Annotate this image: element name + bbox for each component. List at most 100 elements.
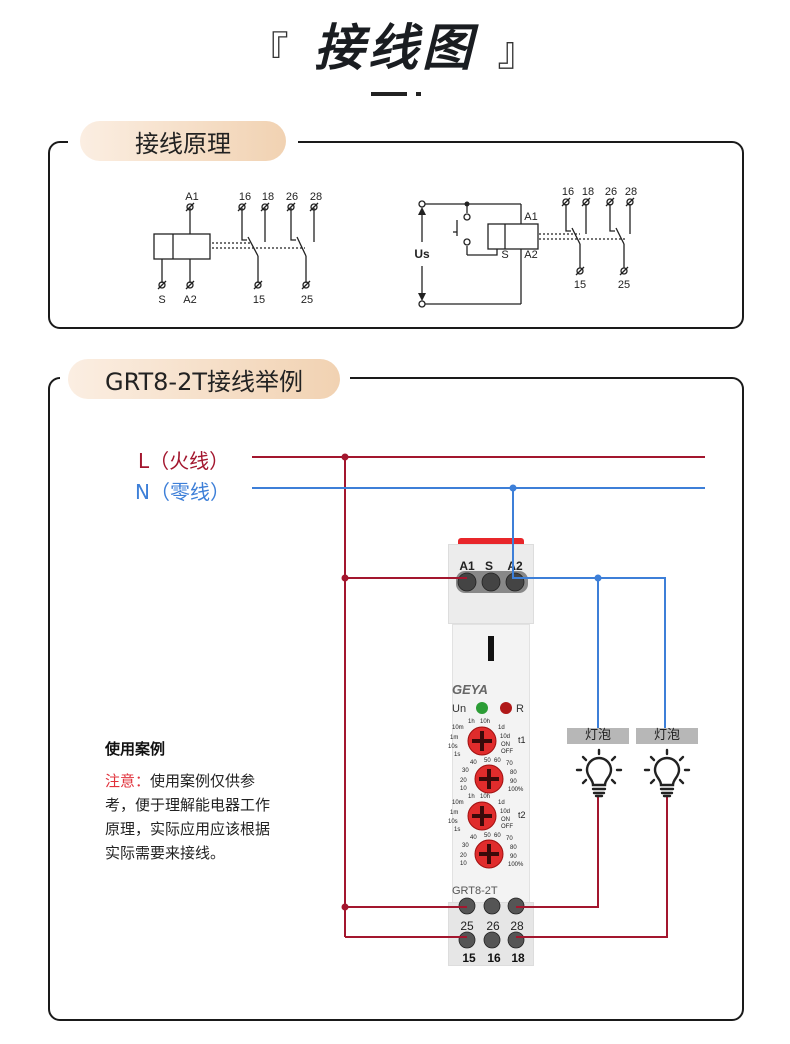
- scale-1h: 1h: [468, 794, 475, 800]
- indicator-r-label: R: [516, 703, 524, 715]
- scale-20: 20: [460, 778, 467, 784]
- neutral-line-label: N（零线）: [135, 480, 230, 504]
- knob-t1[interactable]: [467, 726, 497, 756]
- scale-10d: 10d: [500, 809, 510, 815]
- supply-label: Us: [414, 247, 430, 261]
- timer-t2-label: t2: [518, 810, 526, 820]
- terminal-A2: A2: [524, 249, 537, 261]
- principle-diagram-right: Us A1 S A2 16 18 26 28 15 25: [414, 186, 637, 308]
- example-heading: GRT8-2T接线举例: [68, 359, 340, 399]
- scale-70: 70: [506, 761, 513, 767]
- title-underline-dot: [416, 92, 421, 96]
- terminal-18: 18: [511, 951, 525, 965]
- scale-40: 40: [470, 835, 477, 841]
- terminal-A1: A1: [524, 211, 537, 223]
- terminal-28: 28: [510, 919, 524, 933]
- example-heading-text: GRT8-2T接线举例: [104, 367, 304, 396]
- screw-S: [481, 572, 501, 592]
- scale-1m: 1m: [450, 735, 458, 741]
- scale-10m: 10m: [452, 800, 464, 806]
- principle-panel: [48, 141, 744, 329]
- title-underline: [371, 92, 407, 96]
- terminal-15: 15: [574, 279, 586, 291]
- terminal-S: S: [158, 294, 165, 306]
- terminal-A2: A2: [183, 294, 196, 306]
- close-bracket: 』: [497, 29, 542, 75]
- principle-diagram-left: A1 16 18 26 28 S A2 15 25: [153, 191, 322, 306]
- usage-note: 注意：使用案例仅供参考，便于理解能电器工作原理，实际应用应该根据实际需要来接线。: [105, 769, 280, 865]
- bulb-label-2: 灯泡: [636, 728, 698, 744]
- usage-note-text: 使用案例仅供参考，便于理解能电器工作原理，实际应用应该根据实际需要来接线。: [105, 772, 271, 862]
- relay-led: [500, 702, 512, 714]
- terminal-16: 16: [562, 186, 574, 198]
- live-line-label: L（火线）: [138, 449, 230, 473]
- device-top-tab: [458, 538, 524, 544]
- terminal-S: S: [501, 249, 508, 261]
- indicator-un-label: Un: [452, 703, 466, 715]
- terminal-S: S: [485, 559, 493, 573]
- terminal-15: 15: [462, 951, 476, 965]
- bulb-label-1: 灯泡: [567, 728, 629, 744]
- terminal-16: 16: [487, 951, 501, 965]
- bulb-icon: [643, 748, 691, 798]
- terminal-A1: A1: [459, 559, 475, 573]
- scale-on: ON: [501, 742, 510, 748]
- terminal-15: 15: [253, 294, 265, 306]
- scale-1m: 1m: [450, 810, 458, 816]
- scale-10s: 10s: [448, 744, 458, 750]
- brand-logo: GEYA: [452, 682, 488, 697]
- scale-10h: 10h: [480, 719, 490, 725]
- bulb-icon: [575, 748, 623, 798]
- terminal-16: 16: [239, 191, 251, 203]
- scale-90: 90: [510, 779, 517, 785]
- scale-1d: 1d: [498, 800, 505, 806]
- scale-off: OFF: [501, 824, 513, 830]
- usage-title: 使用案例: [105, 740, 166, 758]
- knob-t1-percent[interactable]: [474, 764, 504, 794]
- scale-10d: 10d: [500, 734, 510, 740]
- knob-t2-percent[interactable]: [474, 839, 504, 869]
- terminal-25: 25: [618, 279, 630, 291]
- example-panel: [48, 377, 744, 1021]
- scale-60: 60: [494, 758, 501, 764]
- page-title: 『 接线图 』: [0, 8, 790, 80]
- scale-1d: 1d: [498, 725, 505, 731]
- scale-70: 70: [506, 836, 513, 842]
- scale-60: 60: [494, 833, 501, 839]
- title-text: 接线图: [314, 19, 476, 77]
- open-bracket: 『: [248, 29, 293, 75]
- usage-note-label: 注意：: [105, 772, 151, 790]
- scale-off: OFF: [501, 749, 513, 755]
- terminal-26: 26: [486, 919, 500, 933]
- timer-t1-label: t1: [518, 735, 526, 745]
- terminal-18: 18: [262, 191, 274, 203]
- terminal-18: 18: [582, 186, 594, 198]
- terminal-25: 25: [460, 919, 474, 933]
- knob-t2[interactable]: [467, 801, 497, 831]
- terminal-28: 28: [625, 186, 637, 198]
- relay-device: A1 S A2 GEYA Un R 10m 1: [448, 530, 534, 966]
- principle-heading: 接线原理: [80, 121, 286, 161]
- scale-on: ON: [501, 817, 510, 823]
- device-graphics: A1 S A2 GEYA Un R 10m 1: [448, 559, 528, 965]
- scale-50: 50: [484, 758, 491, 764]
- din-clip: [488, 636, 494, 661]
- scale-80: 80: [510, 770, 517, 776]
- principle-heading-text: 接线原理: [135, 129, 231, 158]
- terminal-A1: A1: [185, 191, 198, 203]
- scale-10: 10: [460, 861, 467, 867]
- screw-A1: [457, 572, 477, 592]
- scale-90: 90: [510, 854, 517, 860]
- scale-80: 80: [510, 845, 517, 851]
- scale-1s: 1s: [454, 827, 460, 833]
- terminal-A2: A2: [507, 559, 523, 573]
- terminal-25: 25: [301, 294, 313, 306]
- model-label: GRT8-2T: [452, 885, 498, 897]
- scale-1s: 1s: [454, 752, 460, 758]
- relay-coil: [487, 223, 539, 250]
- scale-10h: 10h: [480, 794, 490, 800]
- scale-50: 50: [484, 833, 491, 839]
- scale-100: 100%: [508, 862, 524, 868]
- scale-20: 20: [460, 853, 467, 859]
- scale-40: 40: [470, 760, 477, 766]
